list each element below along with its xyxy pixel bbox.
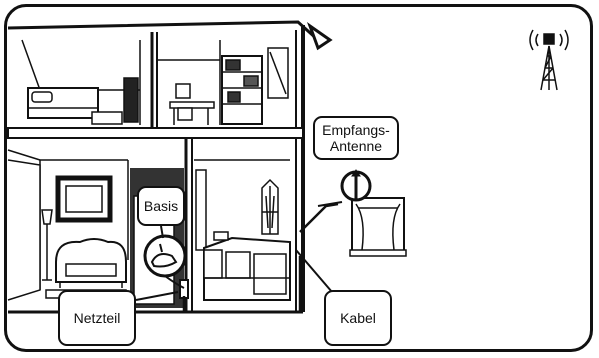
sofa xyxy=(56,239,126,288)
framed-picture xyxy=(268,48,288,98)
kitchen-window xyxy=(262,180,278,234)
kitchen-counter xyxy=(204,232,290,300)
bedroom xyxy=(22,40,140,125)
power-supply-label-text: Netzteil xyxy=(74,310,121,326)
outdoor-window xyxy=(350,198,406,256)
desk xyxy=(170,84,214,125)
house-roof xyxy=(8,22,330,48)
outdoor-antenna xyxy=(342,170,370,200)
base-label: Basis xyxy=(137,186,185,226)
cable-label: Kabel xyxy=(324,290,392,346)
cable-label-text: Kabel xyxy=(340,310,376,326)
living-room xyxy=(8,150,184,308)
antenna-label-line2: Antenne xyxy=(330,138,382,154)
bookshelf xyxy=(222,56,262,124)
kitchen xyxy=(194,160,290,300)
power-supply-label: Netzteil xyxy=(58,290,136,346)
base-label-text: Basis xyxy=(144,198,178,214)
radio-tower-icon xyxy=(530,30,568,90)
study xyxy=(158,40,288,125)
floor-lamp xyxy=(42,210,52,280)
antenna-label-line1: Empfangs- xyxy=(322,122,390,138)
ornate-mirror xyxy=(58,178,110,220)
antenna-label: Empfangs- Antenne xyxy=(313,116,399,160)
